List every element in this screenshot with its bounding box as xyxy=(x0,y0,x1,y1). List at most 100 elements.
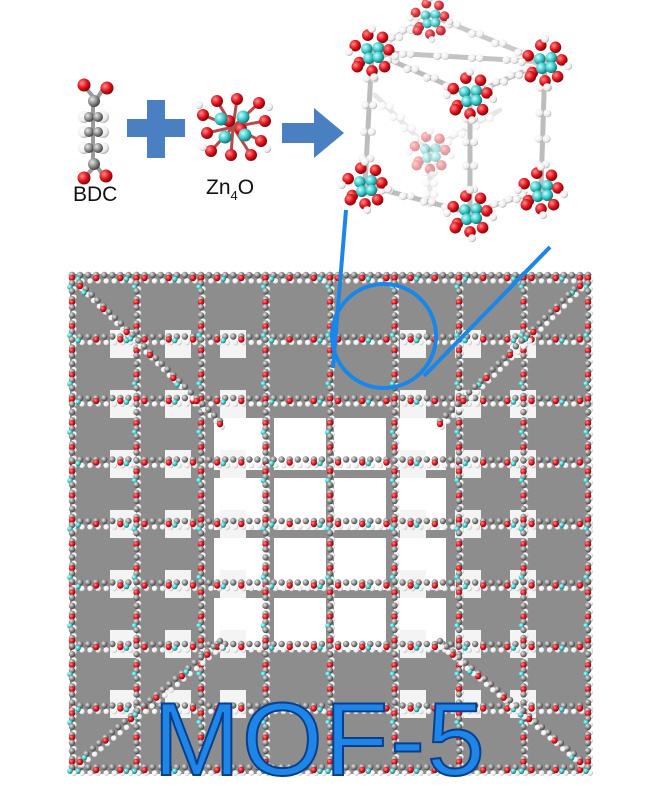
oxygen-atom xyxy=(92,459,100,466)
hydrogen-atom xyxy=(503,360,509,367)
hydrogen-atom xyxy=(401,585,408,592)
oxygen-atom xyxy=(133,613,140,620)
carbon-atom xyxy=(89,745,96,752)
oxygen-atom xyxy=(359,459,366,466)
carbon-atom xyxy=(506,696,514,704)
carbon-atom xyxy=(294,517,301,525)
oxygen-atom xyxy=(133,516,140,524)
carbon-atom xyxy=(149,394,156,402)
carbon-atom xyxy=(399,271,406,279)
carbon-atom xyxy=(520,352,527,359)
carbon-atom xyxy=(302,271,310,279)
carbon-atom xyxy=(391,554,398,561)
oxygen-atom xyxy=(576,520,584,528)
oxygen-atom xyxy=(576,705,584,712)
carbon-atom xyxy=(455,505,463,513)
oxygen-atom xyxy=(326,686,334,693)
oxygen-atom xyxy=(455,589,463,596)
carbon-atom xyxy=(84,394,92,402)
hydrogen-atom xyxy=(208,585,214,592)
hydrogen-atom xyxy=(87,401,93,407)
zinc-atom xyxy=(236,110,250,124)
hydrogen-atom xyxy=(305,524,311,530)
oxygen-atom xyxy=(576,274,584,282)
zinc-atom xyxy=(172,276,178,282)
oxygen-atom xyxy=(504,705,511,712)
hydrogen-atom xyxy=(498,401,505,407)
carbon-atom xyxy=(108,728,116,736)
carbon-atom xyxy=(262,287,269,295)
zinc-atom xyxy=(172,768,178,774)
carbon-atom xyxy=(68,481,76,488)
zinc-atom xyxy=(174,381,180,388)
carbon-atom xyxy=(181,517,189,525)
hydrogen-atom xyxy=(567,297,574,304)
oxygen-atom xyxy=(326,468,334,475)
hydrogen-atom xyxy=(377,585,384,592)
oxygen-atom xyxy=(552,520,559,528)
oxygen-atom xyxy=(189,766,197,774)
hydrogen-atom xyxy=(400,124,408,132)
oxygen-atom xyxy=(92,336,100,343)
hydrogen-atom xyxy=(468,29,476,38)
oxygen-atom xyxy=(205,145,217,157)
oxygen-atom xyxy=(391,589,398,596)
carbon-atom xyxy=(568,579,576,586)
oxygen-atom xyxy=(213,397,221,405)
oxygen-atom xyxy=(189,705,197,712)
carbon-atom xyxy=(520,304,527,311)
oxygen-atom xyxy=(520,468,527,475)
carbon-atom xyxy=(262,739,269,747)
oxygen-atom xyxy=(213,705,221,712)
oxygen-atom xyxy=(197,347,205,354)
hydrogen-atom xyxy=(232,278,239,284)
oxygen-atom xyxy=(520,298,527,306)
oxygen-atom xyxy=(479,397,487,405)
oxygen-atom xyxy=(326,419,334,427)
oxygen-atom xyxy=(436,420,444,428)
oxygen-atom xyxy=(431,520,439,528)
oxygen-atom xyxy=(455,444,463,451)
carbon-atom xyxy=(294,456,301,463)
carbon-atom xyxy=(157,702,164,709)
oxygen-atom xyxy=(326,637,334,645)
oxygen-atom xyxy=(344,193,357,206)
carbon-atom xyxy=(520,554,527,561)
hydrogen-atom xyxy=(151,708,158,715)
carbon-atom xyxy=(455,739,463,747)
zinc-atom xyxy=(353,176,366,188)
carbon-atom xyxy=(447,702,455,709)
carbon-atom xyxy=(342,333,350,340)
oxygen-atom xyxy=(133,444,140,451)
zinc-atom xyxy=(123,645,130,651)
carbon-atom xyxy=(544,271,551,279)
carbon-atom xyxy=(294,394,301,402)
oxygen-atom xyxy=(455,323,463,330)
oxygen-atom xyxy=(334,397,342,405)
zn4o-cluster xyxy=(195,93,273,161)
hydrogen-atom xyxy=(232,462,239,469)
zinc-atom xyxy=(317,276,323,282)
hydrogen-atom xyxy=(442,462,448,469)
hydrogen-atom xyxy=(422,179,430,187)
hydrogen-atom xyxy=(256,708,263,715)
oxygen-atom xyxy=(117,766,124,774)
oxygen-atom xyxy=(238,274,245,282)
carbon-atom xyxy=(84,333,92,340)
oxygen-atom xyxy=(310,274,318,282)
oxygen-atom xyxy=(359,705,366,712)
carbon-atom xyxy=(133,400,140,408)
carbon-atom xyxy=(326,578,334,585)
carbon-atom xyxy=(326,594,334,601)
zinc-atom xyxy=(413,276,420,282)
carbon-atom xyxy=(68,723,76,730)
carbon-atom xyxy=(342,640,350,648)
hydrogen-atom xyxy=(538,770,545,776)
carbon-atom xyxy=(262,304,269,311)
carbon-atom xyxy=(149,271,156,279)
zinc-atom xyxy=(317,337,323,344)
oxygen-atom xyxy=(262,734,269,741)
carbon-atom xyxy=(149,517,156,525)
zinc-atom xyxy=(462,460,468,467)
zinc-atom xyxy=(422,18,433,29)
